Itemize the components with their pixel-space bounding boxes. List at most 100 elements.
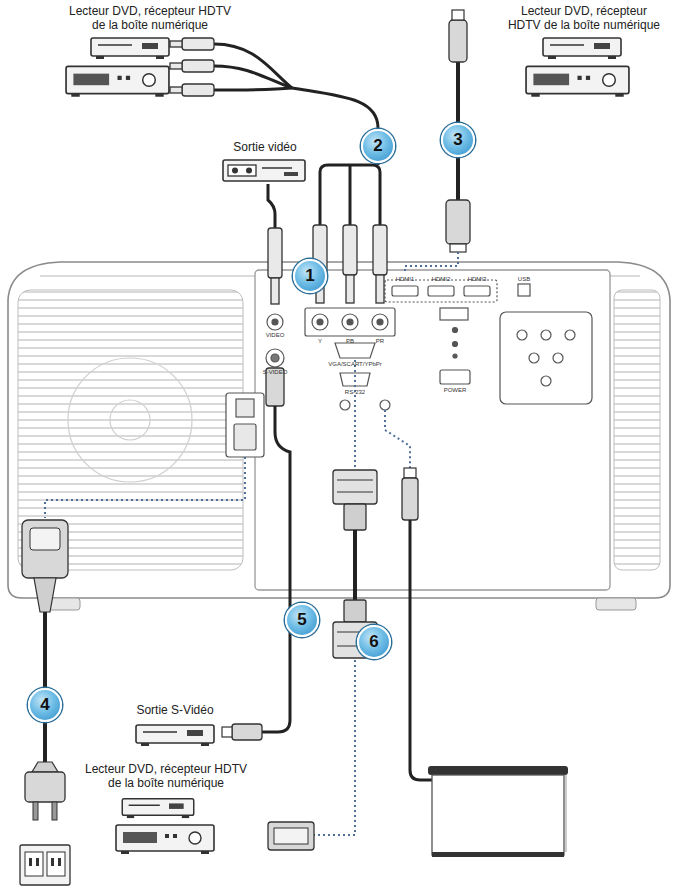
dvd-player xyxy=(116,825,214,854)
projector-ports xyxy=(440,308,468,320)
vga-cable xyxy=(337,492,373,493)
projector-ports xyxy=(380,400,390,410)
device-name: Sortie vidéo xyxy=(210,140,320,154)
projector-ports xyxy=(234,424,256,450)
vcr-device xyxy=(223,160,305,181)
callout-number: 5 xyxy=(285,603,319,637)
power-cable xyxy=(45,457,245,518)
trigger-cable xyxy=(404,468,416,478)
power-cable xyxy=(43,612,47,762)
vga-cable xyxy=(333,470,377,504)
projector-ports xyxy=(236,399,254,417)
trigger-cable xyxy=(385,410,410,468)
callout-text: 2 xyxy=(373,136,382,156)
hdmi-cable xyxy=(449,20,467,62)
projector-body xyxy=(18,290,243,570)
component-cable xyxy=(214,88,292,90)
component-cable xyxy=(349,165,352,225)
device-label: Lecteur DVD, récepteur HDTV de la boîte … xyxy=(80,762,252,790)
projector-ports xyxy=(392,286,418,296)
projector-ports xyxy=(267,314,283,330)
dvd-player xyxy=(526,66,629,96)
device-label: Lecteur DVD, récepteur HDTV de la boîte … xyxy=(505,4,663,32)
device-name: Lecteur DVD, récepteur HDTV de la boîte … xyxy=(505,4,663,32)
callout-text: 5 xyxy=(297,610,306,630)
callout-number: 4 xyxy=(28,688,62,722)
callout-number: 1 xyxy=(293,259,327,293)
power-cable xyxy=(52,802,57,820)
projector-ports xyxy=(385,280,497,302)
hdmi-cable xyxy=(452,10,464,20)
power-cable xyxy=(29,858,32,866)
device-label: Sortie vidéo xyxy=(210,140,320,154)
device-label: Lecteur DVD, récepteur HDTV de la boîte … xyxy=(64,4,236,32)
component-cable xyxy=(320,165,380,225)
projector-body xyxy=(614,290,660,570)
vga-cable xyxy=(314,660,355,835)
svideo-device xyxy=(136,725,214,746)
projector-ports xyxy=(453,328,458,333)
port-label: HDMI2 xyxy=(432,276,451,283)
device-name: Sortie S-Vidéo xyxy=(112,703,238,717)
power-cable xyxy=(36,858,39,866)
port-label: USB xyxy=(518,276,530,283)
svideo-cable xyxy=(222,727,232,737)
projector-ports xyxy=(271,354,279,362)
projector-ports xyxy=(226,280,592,457)
rca-plug xyxy=(182,60,214,72)
vga-cable xyxy=(274,828,308,844)
projector-ports xyxy=(541,376,551,386)
projector-ports xyxy=(453,354,457,358)
port-label: RS-232 xyxy=(345,389,365,396)
device-name: Lecteur DVD, récepteur HDTV de la boîte … xyxy=(80,762,252,790)
power-cable xyxy=(32,762,58,772)
power-cable xyxy=(33,802,38,820)
vga-cable xyxy=(353,530,357,600)
rca-plug xyxy=(170,38,387,303)
projector-ports xyxy=(340,400,350,410)
dvd-player xyxy=(122,799,194,818)
dvd-player xyxy=(91,38,169,59)
vga-cable xyxy=(354,360,356,468)
hdmi-cable xyxy=(450,244,466,252)
projector-ports xyxy=(464,286,490,296)
projector-ports xyxy=(518,284,530,296)
hdmi-cable xyxy=(405,10,470,274)
video-cable xyxy=(268,184,282,304)
projection-screen xyxy=(432,852,564,857)
svideo-cable xyxy=(262,406,290,732)
projector-body xyxy=(255,270,610,590)
projector-ports xyxy=(335,343,375,358)
projection-screen xyxy=(428,766,568,857)
power-cable xyxy=(25,852,43,876)
hdmi-cable xyxy=(405,252,458,274)
power-cable xyxy=(20,457,245,885)
port-label: VGA/SCART/YPbPr xyxy=(328,361,382,368)
projector-ports xyxy=(428,286,454,296)
callout-number: 6 xyxy=(357,625,391,659)
callout-text: 6 xyxy=(369,632,378,652)
projector-ports xyxy=(529,353,539,363)
svideo-device xyxy=(136,725,214,746)
callout-text: 4 xyxy=(40,695,49,715)
device-label: Sortie S-Vidéo xyxy=(112,703,238,717)
projector-body xyxy=(68,358,192,482)
device-name: Lecteur DVD, récepteur HDTV de la boîte … xyxy=(64,4,236,32)
vga-cable xyxy=(344,504,366,530)
port-label: HDMI3 xyxy=(468,276,487,283)
projector-ports xyxy=(553,353,563,363)
video-cable xyxy=(268,184,275,228)
callout-text: 3 xyxy=(453,130,462,150)
callout-number: 3 xyxy=(441,123,475,157)
projector-body xyxy=(8,262,670,598)
projector-ports xyxy=(266,349,284,367)
projection-screen xyxy=(432,775,564,855)
port-label: POWER xyxy=(444,387,467,394)
vga-cable xyxy=(268,822,314,850)
power-cable xyxy=(30,528,60,550)
component-cable xyxy=(214,44,380,225)
power-cable xyxy=(20,845,70,885)
rca-plug xyxy=(182,38,214,50)
